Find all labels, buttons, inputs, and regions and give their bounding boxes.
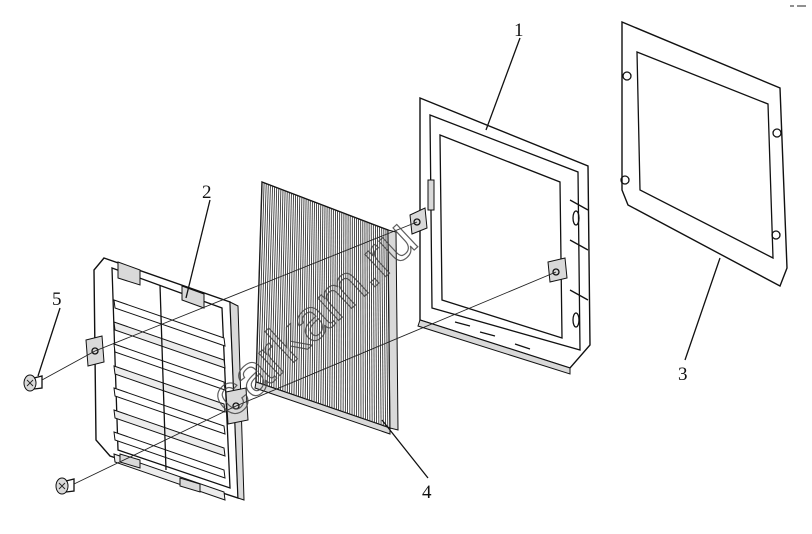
filter-pleat-line bbox=[368, 222, 371, 422]
screw-part-5-upper bbox=[23, 374, 43, 392]
cover-louver-slat bbox=[113, 343, 226, 391]
filter-pleat-line bbox=[273, 188, 280, 389]
filter-pleat-line bbox=[372, 224, 375, 423]
filter-pleat-line bbox=[284, 192, 290, 392]
filter-pleat-line bbox=[342, 213, 345, 412]
filter-pleat-line bbox=[262, 184, 269, 385]
filter-pleat-line bbox=[304, 199, 309, 399]
filter-pleat-line bbox=[311, 201, 315, 402]
filter-pleat-line bbox=[318, 204, 322, 404]
filter-pleat-line bbox=[298, 197, 303, 397]
filter-pleat-line bbox=[309, 201, 313, 401]
filter-pleat-line bbox=[271, 187, 278, 388]
filter-pleat-line bbox=[295, 196, 301, 396]
filter-pleat-line bbox=[379, 226, 382, 425]
cover-louvers bbox=[113, 299, 226, 501]
filter-pleat-line bbox=[322, 205, 326, 406]
leader-lines bbox=[37, 37, 721, 479]
filter-pleat-line bbox=[320, 205, 324, 405]
filter-pleat-line bbox=[280, 190, 286, 391]
filter-pleat-line bbox=[306, 200, 311, 400]
filter-pleat-line bbox=[347, 214, 349, 414]
filter-pleat-line bbox=[383, 228, 386, 427]
filter-pleat-line bbox=[329, 208, 332, 408]
filter-pleat-line bbox=[366, 221, 369, 421]
filter-pleat-line bbox=[385, 229, 389, 428]
screw-part-5-lower bbox=[55, 477, 75, 495]
filter-pleat-line bbox=[282, 191, 288, 392]
filter-pleat-line bbox=[387, 229, 391, 429]
filter-pleat-line bbox=[264, 185, 271, 386]
callout-1: 1 bbox=[514, 20, 524, 41]
cover-louver-slat bbox=[113, 409, 226, 457]
filter-pleat-line bbox=[381, 227, 384, 426]
callout-4: 4 bbox=[422, 482, 432, 503]
cover-louver-slat bbox=[113, 321, 226, 369]
filter-pleat-line bbox=[333, 209, 336, 409]
housing-frame-part-1 bbox=[409, 96, 591, 375]
cover-louver-slat bbox=[113, 431, 226, 479]
filter-pleat-line bbox=[286, 193, 292, 393]
cover-louver-slat bbox=[113, 299, 226, 347]
callout-2: 2 bbox=[202, 182, 212, 203]
filter-pleat-line bbox=[370, 223, 373, 422]
filter-pleat-line bbox=[324, 206, 328, 406]
filter-pleat-line bbox=[266, 185, 273, 386]
louvered-cover-part-2 bbox=[85, 257, 249, 501]
filter-pleat-line bbox=[344, 213, 347, 413]
filter-pleat-line bbox=[315, 203, 320, 403]
filter-pleat-line bbox=[275, 189, 282, 389]
filter-pleat-line bbox=[331, 209, 334, 409]
filter-pleat-line bbox=[338, 211, 341, 411]
filter-pleat-line bbox=[277, 189, 284, 390]
gasket-part-3 bbox=[620, 20, 788, 287]
filter-pleat-line bbox=[269, 186, 275, 387]
callout-3: 3 bbox=[678, 364, 688, 385]
filter-pleat-line bbox=[293, 195, 299, 396]
filter-pleat-line bbox=[313, 202, 317, 402]
filter-pleat-line bbox=[302, 198, 307, 399]
filter-pleat-line bbox=[255, 181, 263, 383]
filter-pleat-line bbox=[289, 193, 294, 394]
filter-pleat-line bbox=[377, 225, 380, 425]
callout-5: 5 bbox=[52, 289, 62, 310]
filter-pleat-line bbox=[336, 210, 338, 410]
filter-pleat-line bbox=[364, 221, 366, 420]
filter-pleat-line bbox=[340, 212, 343, 412]
filter-pleat-line bbox=[375, 225, 377, 424]
filter-pleat-line bbox=[291, 194, 296, 395]
filter-element-part-4 bbox=[254, 180, 399, 435]
cover-louver-slat bbox=[113, 387, 226, 435]
filter-pleat-line bbox=[257, 182, 265, 383]
filter-pleat-line bbox=[300, 197, 305, 398]
cover-louver-slat bbox=[113, 365, 226, 413]
assembly-axis-lines bbox=[41, 221, 557, 485]
filter-pleat-line bbox=[327, 207, 330, 407]
